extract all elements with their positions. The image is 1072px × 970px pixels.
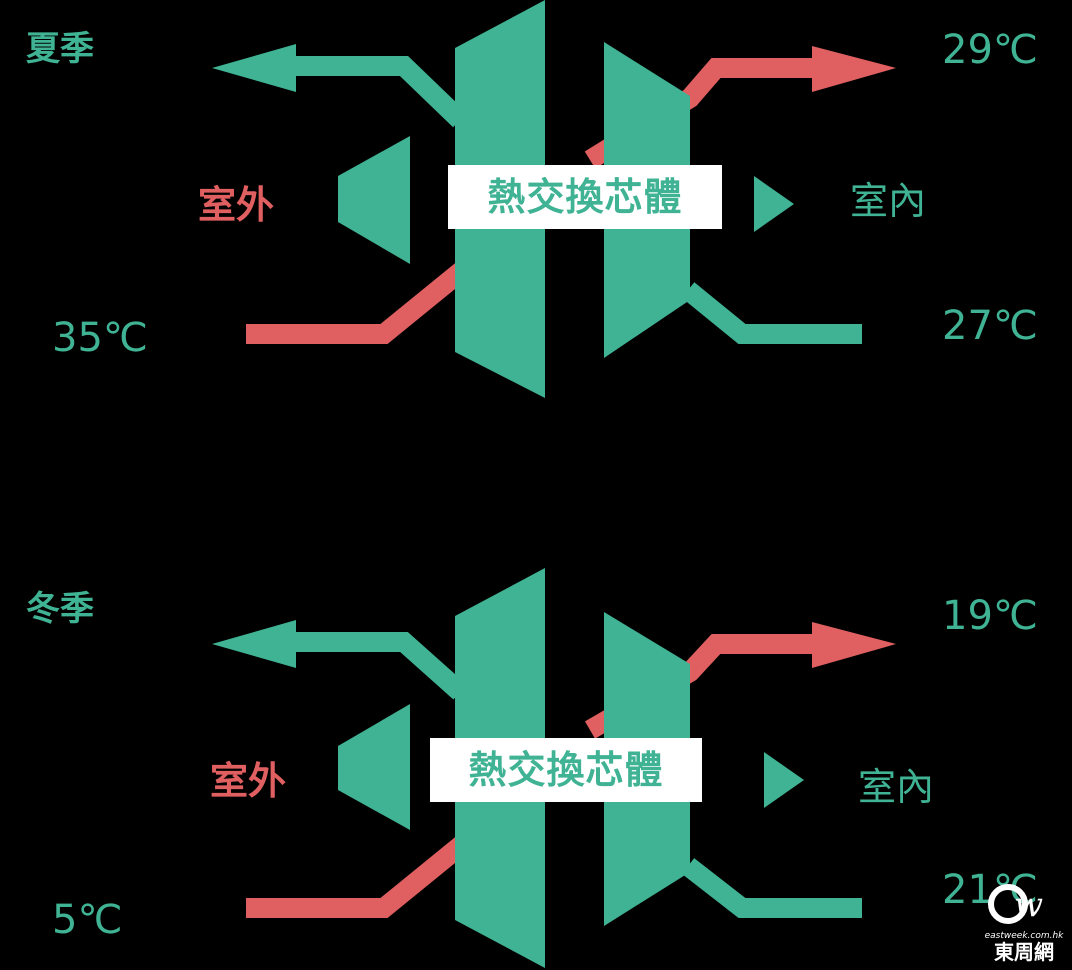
summer-exhaust-arrow-head [212,44,296,92]
summer-outdoor-label: 室外 [198,183,275,227]
winter-outdoor-label: 室外 [210,759,287,803]
summer-exhaust-air-flow [294,56,467,128]
winter-supply-arrow-head [812,622,896,668]
summer-fresh-air-flow [246,260,472,344]
logo-name: 東周網 [994,940,1054,964]
summer-indoor-label: 室內 [850,179,927,223]
winter-fresh-air-flow [246,834,472,918]
summer-return-temp: 27℃ [942,303,1038,349]
eastweek-logo: w eastweek.com.hk 東周網 [984,880,1064,964]
summer-return-air-flow [681,282,862,344]
logo-w-glyph: w [1014,885,1044,925]
winter-exhaust-air-flow [294,632,467,700]
summer-outdoor-fan-icon [338,136,410,264]
winter-core-label: 熱交換芯體 [430,738,702,802]
summer-supply-arrow-head [812,46,896,92]
winter-supply-temp: 19℃ [942,593,1038,639]
winter-indoor-label: 室內 [858,765,935,809]
summer-indoor-arrow-icon [754,176,794,232]
logo-url: eastweek.com.hk [984,931,1064,941]
winter-exhaust-arrow-head [212,620,296,668]
logo-ring-icon [988,884,1028,924]
winter-outdoor-temp: 5℃ [52,897,123,943]
winter-outdoor-fan-icon [338,704,410,830]
winter-return-air-flow [681,858,862,918]
winter-indoor-arrow-icon [764,752,804,808]
summer-core-label: 熱交換芯體 [448,165,722,229]
summer-supply-temp: 29℃ [942,27,1038,73]
summer-outdoor-temp: 35℃ [52,315,148,361]
winter-season-label: 冬季 [26,589,94,629]
summer-season-label: 夏季 [26,29,94,69]
